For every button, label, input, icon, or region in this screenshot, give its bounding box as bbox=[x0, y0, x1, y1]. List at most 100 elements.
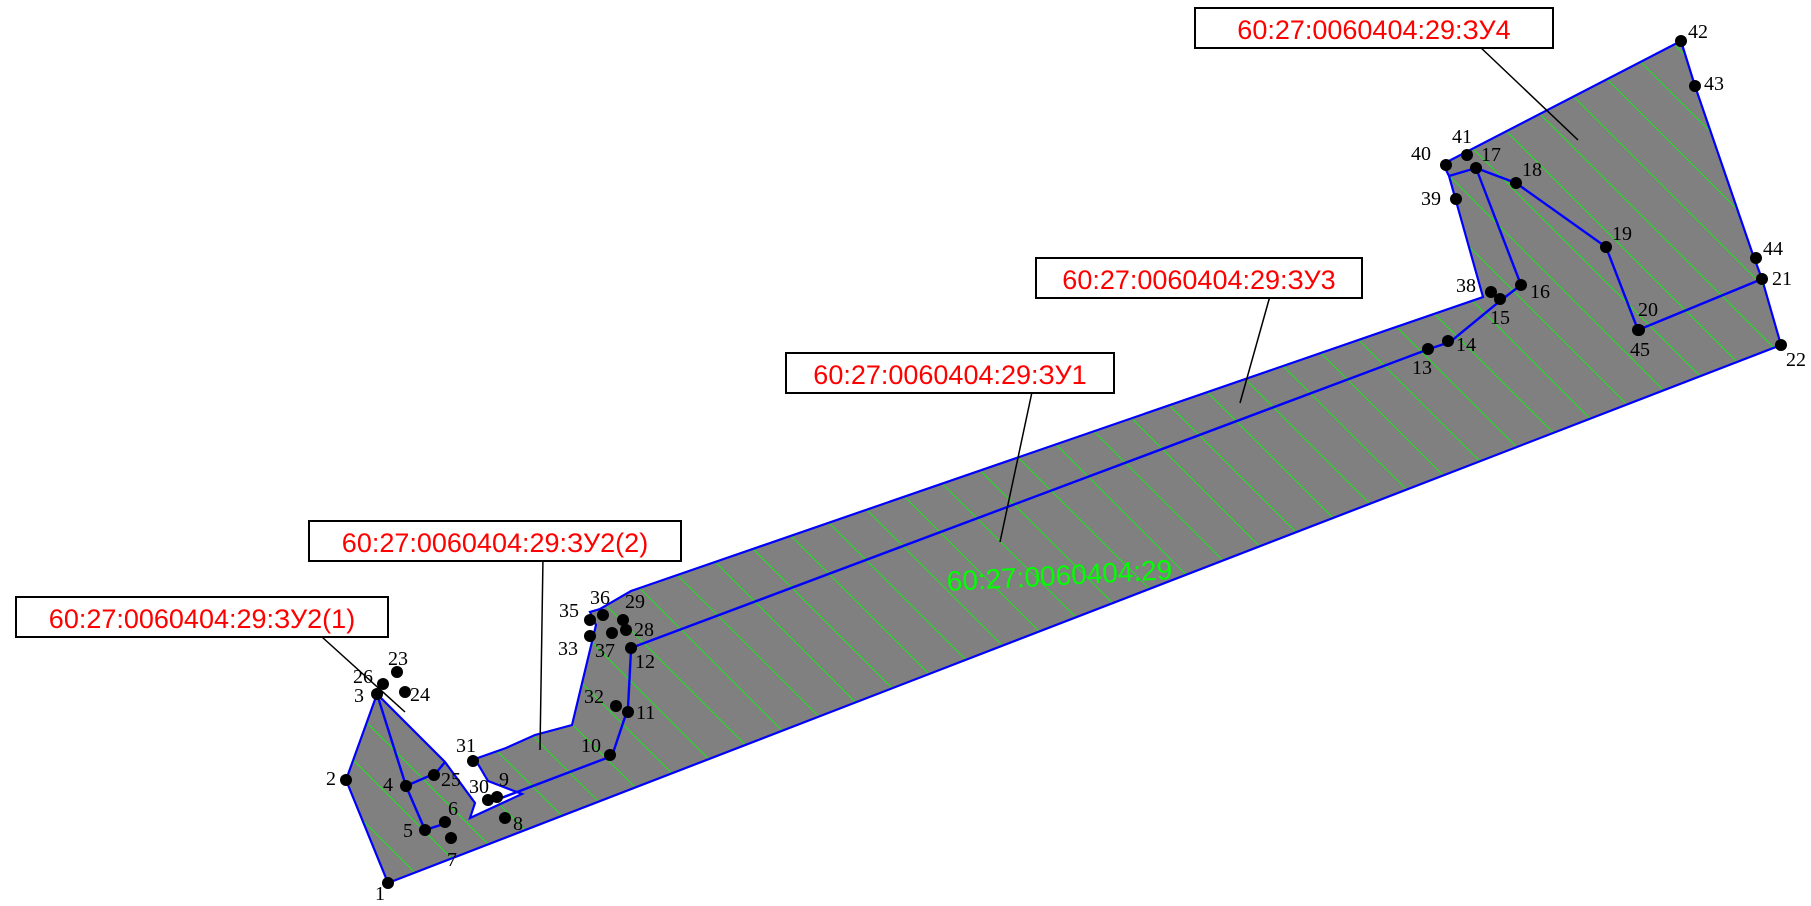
leader-zu2-1 bbox=[321, 636, 406, 713]
svg-text:60:27:0060404:29:ЗУ1: 60:27:0060404:29:ЗУ1 bbox=[813, 360, 1086, 390]
point-28-marker[interactable] bbox=[620, 624, 632, 636]
point-22-label: 22 bbox=[1786, 349, 1806, 371]
parcel-area[interactable] bbox=[344, 39, 1783, 885]
point-22-marker[interactable] bbox=[1775, 339, 1787, 351]
point-4-marker[interactable] bbox=[400, 780, 412, 792]
point-1-marker[interactable] bbox=[382, 877, 394, 889]
point-10-label: 10 bbox=[581, 735, 601, 757]
point-18-label: 18 bbox=[1522, 159, 1542, 181]
point-14-marker[interactable] bbox=[1442, 335, 1454, 347]
point-41-label: 41 bbox=[1452, 126, 1472, 148]
point-16-marker[interactable] bbox=[1515, 279, 1527, 291]
point-45-label: 45 bbox=[1630, 339, 1650, 361]
point-31-marker[interactable] bbox=[467, 755, 479, 767]
point-45-marker[interactable] bbox=[1633, 324, 1645, 336]
point-25-marker[interactable] bbox=[428, 769, 440, 781]
point-17-label: 17 bbox=[1481, 144, 1501, 166]
point-42-marker[interactable] bbox=[1675, 35, 1687, 47]
svg-text:60:27:0060404:29:ЗУ2(1): 60:27:0060404:29:ЗУ2(1) bbox=[49, 604, 355, 634]
point-43-marker[interactable] bbox=[1689, 80, 1701, 92]
point-29-label: 29 bbox=[625, 591, 645, 613]
point-14-label: 14 bbox=[1456, 334, 1476, 356]
point-23-marker[interactable] bbox=[391, 666, 403, 678]
point-2-marker[interactable] bbox=[340, 774, 352, 786]
point-36-marker[interactable] bbox=[597, 609, 609, 621]
point-33-marker[interactable] bbox=[584, 630, 596, 642]
point-39-label: 39 bbox=[1421, 188, 1441, 210]
point-17-marker[interactable] bbox=[1470, 162, 1482, 174]
point-10-marker[interactable] bbox=[604, 749, 616, 761]
svg-text:60:27:0060404:29:ЗУ2(2): 60:27:0060404:29:ЗУ2(2) bbox=[342, 528, 648, 558]
point-12-marker[interactable] bbox=[625, 642, 637, 654]
point-38-label: 38 bbox=[1456, 275, 1476, 297]
point-23-label: 23 bbox=[388, 648, 408, 670]
point-15-label: 15 bbox=[1490, 307, 1510, 329]
svg-text:60:27:0060404:29:ЗУ4: 60:27:0060404:29:ЗУ4 bbox=[1237, 15, 1510, 45]
points-layer: 1234567891011121314151617181920212223242… bbox=[326, 21, 1806, 905]
point-4-label: 4 bbox=[383, 774, 393, 796]
boundary-zu2-1 bbox=[375, 693, 446, 788]
label-zu2-2: 60:27:0060404:29:ЗУ2(2) bbox=[308, 520, 682, 562]
point-6-label: 6 bbox=[448, 798, 458, 820]
leader-zu2-2 bbox=[539, 556, 544, 751]
point-3-label: 3 bbox=[354, 685, 364, 707]
point-20-label: 20 bbox=[1638, 299, 1658, 321]
point-38-marker[interactable] bbox=[1485, 286, 1497, 298]
point-39-marker[interactable] bbox=[1450, 193, 1462, 205]
label-zu4: 60:27:0060404:29:ЗУ4 bbox=[1194, 7, 1554, 49]
point-40-marker[interactable] bbox=[1440, 159, 1452, 171]
point-29-marker[interactable] bbox=[617, 614, 629, 626]
point-18-marker[interactable] bbox=[1510, 177, 1522, 189]
point-5-marker[interactable] bbox=[419, 824, 431, 836]
point-41-marker[interactable] bbox=[1461, 149, 1473, 161]
point-7-label: 7 bbox=[447, 849, 457, 871]
point-24-label: 24 bbox=[410, 684, 430, 706]
point-32-label: 32 bbox=[584, 686, 604, 708]
point-35-marker[interactable] bbox=[584, 614, 596, 626]
point-32-marker[interactable] bbox=[610, 700, 622, 712]
point-26-marker[interactable] bbox=[377, 678, 389, 690]
label-zu1: 60:27:0060404:29:ЗУ1 bbox=[785, 352, 1115, 394]
point-12-label: 12 bbox=[635, 651, 655, 673]
point-5-label: 5 bbox=[403, 820, 413, 842]
point-8-marker[interactable] bbox=[499, 812, 511, 824]
point-24-marker[interactable] bbox=[399, 686, 411, 698]
leader-zu4 bbox=[1477, 44, 1579, 141]
point-15-marker[interactable] bbox=[1494, 293, 1506, 305]
point-11-label: 11 bbox=[636, 702, 655, 724]
label-zu3: 60:27:0060404:29:ЗУ3 bbox=[1035, 257, 1363, 299]
point-40-label: 40 bbox=[1411, 143, 1431, 165]
point-44-marker[interactable] bbox=[1750, 252, 1762, 264]
point-11-marker[interactable] bbox=[622, 706, 634, 718]
leader-lines bbox=[321, 44, 1579, 751]
point-43-label: 43 bbox=[1704, 73, 1724, 95]
point-19-marker[interactable] bbox=[1600, 241, 1612, 253]
point-7-marker[interactable] bbox=[445, 832, 457, 844]
point-8-label: 8 bbox=[513, 813, 523, 835]
leader-zu1 bbox=[999, 391, 1033, 543]
point-37-label: 37 bbox=[595, 640, 615, 662]
point-33-label: 33 bbox=[558, 638, 578, 660]
point-6-marker[interactable] bbox=[439, 816, 451, 828]
point-30-marker[interactable] bbox=[482, 794, 494, 806]
point-35-label: 35 bbox=[559, 600, 579, 622]
leader-zu3 bbox=[1239, 295, 1271, 404]
point-13-label: 13 bbox=[1412, 357, 1432, 379]
point-19-label: 19 bbox=[1612, 223, 1632, 245]
label-zu2-1: 60:27:0060404:29:ЗУ2(1) bbox=[15, 596, 389, 638]
point-28-label: 28 bbox=[634, 619, 654, 641]
point-37-marker[interactable] bbox=[606, 627, 618, 639]
point-9-label: 9 bbox=[499, 769, 509, 791]
point-25-label: 25 bbox=[441, 769, 461, 791]
boundary-zu1-south bbox=[495, 167, 1523, 802]
point-21-marker[interactable] bbox=[1756, 273, 1768, 285]
point-44-label: 44 bbox=[1763, 238, 1783, 260]
point-3-marker[interactable] bbox=[371, 688, 383, 700]
point-31-label: 31 bbox=[456, 735, 476, 757]
point-13-marker[interactable] bbox=[1422, 343, 1434, 355]
point-2-label: 2 bbox=[326, 768, 336, 790]
point-36-label: 36 bbox=[590, 587, 610, 609]
point-26-label: 26 bbox=[353, 666, 373, 688]
point-42-label: 42 bbox=[1688, 21, 1708, 43]
